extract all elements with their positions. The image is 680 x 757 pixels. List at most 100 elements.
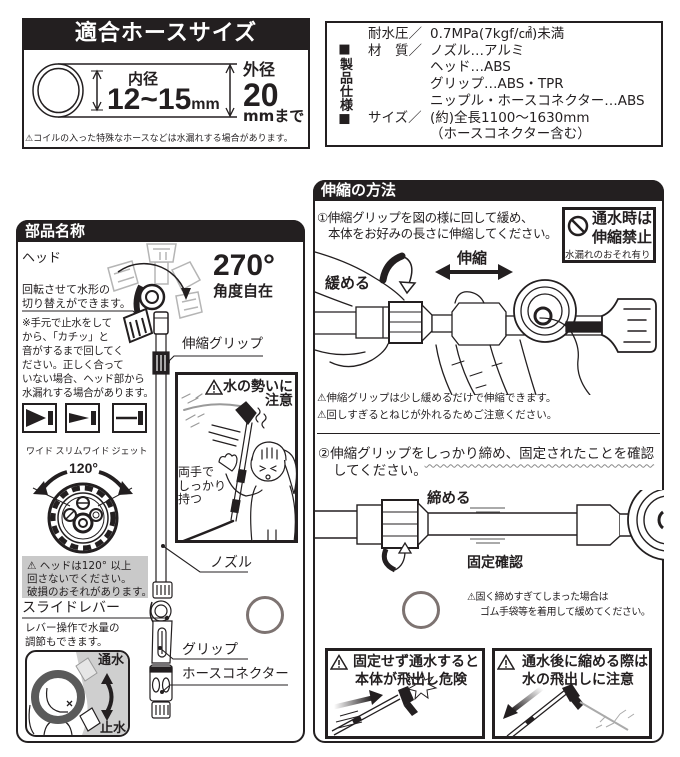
hose-warning: ⚠コイルの入った特殊なホースなどは水漏れする場合があります。 [25, 133, 293, 144]
hold-instruction-line: 両手で [178, 465, 215, 479]
warning-icon [330, 654, 348, 670]
spec-row-material-nozzle: 材 質／ ノズル…アルミ [368, 43, 645, 60]
dial-angle: 120° [69, 460, 98, 476]
no-extend-while-water-notice: 通水時は 伸縮禁止 水漏れのおそれ有り [562, 207, 656, 263]
spec-label: 材 質／ [368, 42, 422, 59]
step1-line: ①伸縮グリップを図の様に回して緩め、 [317, 209, 534, 225]
callout-nozzle: ノズル [210, 555, 252, 571]
tighten-label: 締める [427, 490, 471, 507]
marker-circle [246, 596, 284, 634]
prohibited-icon [567, 215, 589, 237]
parts-panel: 部品名称 [16, 220, 305, 743]
water-force-caution-box: 水の勢いに 注意 両手で しっかり 持つ [175, 372, 298, 543]
water-spurt-illustration [503, 684, 635, 739]
hazard-box-unfixed: 固定せず通水すると 本体が飛出し危険 [325, 648, 485, 739]
spec-value: (約)全長1100〜1630mm [430, 109, 590, 126]
head-ghost-positions [107, 243, 203, 319]
head-description: 回転させて水形の 切り替えができます。 [22, 283, 131, 311]
spray-mode-label-wide: ワイド [25, 446, 53, 457]
rotation-angle: 270° [213, 249, 276, 282]
warning-icon [497, 654, 515, 670]
parts-panel-title: 部品名称 [16, 220, 305, 242]
slide-lever-description-line: レバー操作で水量の [25, 622, 120, 634]
nozzle-diagram [22, 310, 288, 719]
water-force-caution-title: 水の勢いに [223, 379, 293, 395]
slim-wide-spray-icon [69, 411, 96, 425]
jet-spray-icon [116, 411, 143, 425]
body-flying-out-illustration [331, 670, 438, 736]
hose-size-title: 適合ホースサイズ [22, 18, 310, 50]
hazard-line1: 固定せず通水すると [353, 654, 479, 670]
spec-row-material-head: ヘッド…ABS [368, 59, 645, 76]
no-extend-line1: 通水時は [592, 208, 653, 227]
hose-cross-section-diagram [32, 63, 237, 118]
callout-hose-connector: ホースコネクター [182, 666, 289, 683]
spray-mode-slim-wide [65, 403, 100, 433]
spec-value: （ホースコネクター含む） [430, 126, 591, 143]
head-rotation-warning-line: ⚠ ヘッドは120° 以上 [27, 559, 132, 572]
head-note-line: ださい。正しく合って [22, 359, 124, 371]
head-note-line: ※手元で止水をして [22, 317, 112, 329]
callout-grip: グリップ [182, 642, 238, 658]
inner-diameter: 12~15mm [107, 85, 220, 115]
head-rotation-warning-line: 破損のおそれがあります。 [27, 585, 152, 598]
spray-mode-wide [22, 403, 57, 433]
step1-line: 本体をお好みの長さに伸縮してください。 [328, 225, 558, 241]
nozzle-rod [152, 332, 170, 584]
extend-label: 伸縮 [457, 248, 488, 267]
section-divider [317, 433, 660, 434]
inner-diameter-unit: mm [191, 96, 220, 113]
spec-value: ノズル…アルミ [430, 42, 525, 59]
no-extend-line2: 伸縮禁止 [592, 227, 653, 246]
no-extend-line3: 水漏れのおそれ有り [565, 250, 651, 261]
spec-value: 0.7MPa(7kgf/㎠)未満 [430, 26, 565, 42]
head-label: ヘッド [22, 250, 62, 266]
extension-panel-title: 伸縮の方法 [313, 180, 664, 201]
spec-value: グリップ…ABS・TPR [430, 76, 564, 93]
product-specs-box: ■製品仕様■ 耐水圧／0.7MPa(7kgf/㎠)未満 材 質／ノズル…アルミ … [325, 21, 663, 147]
girl-holding-nozzle-illustration [179, 393, 297, 543]
head-description-line: 回転させて水形の [22, 283, 110, 296]
step2-note: ゴム手袋等を着用して緩めてください。 [480, 607, 651, 618]
head-rotation-warning-line: 回さないでください。 [27, 572, 132, 585]
hazard-line1: 通水後に縮める際は [522, 654, 648, 670]
water-on-label: 通水 [98, 652, 125, 668]
spec-label: 耐水圧／ [368, 26, 422, 42]
callout-lines [22, 310, 288, 693]
step2-note: ⚠固く締めすぎてしまった場合は [467, 592, 609, 603]
water-off-label: 止水 [100, 720, 127, 736]
hazard-box-retract: 通水後に縮める際は 水の飛出しに注意 [492, 648, 652, 739]
step1-note: ⚠回しすぎるとねじが外れるためご注意ください。 [317, 408, 558, 421]
step1-notes: ⚠伸縮グリップは少し緩めるだけで伸縮できます。 ⚠回しすぎるとねじが外れるためご… [317, 390, 557, 424]
step2-line1: ②伸縮グリップをしっかり締め、固定されたことを確認 [318, 448, 654, 462]
hazard-line2: 本体が飛出し危険 [355, 672, 467, 688]
water-force-caution-title-2: 注意 [265, 393, 293, 409]
outer-diameter-label: 外径 [243, 60, 276, 79]
hold-instruction-line: 持つ [178, 492, 203, 506]
spec-value: ニップル・ホースコネクター…ABS [430, 92, 645, 109]
step2-emphasis: しっかり締め、固定されたことを確認 [424, 446, 655, 463]
marker-circle [402, 591, 440, 629]
slide-lever-label: スライドレバー [22, 600, 120, 616]
spec-value: ヘッド…ABS [430, 59, 511, 76]
head-note-line: いない場合、ヘッド部から [22, 373, 145, 385]
head-note: ※手元で止水をして から、「カチッ」と 音がするまで回してく ださい。正しく合っ… [22, 316, 154, 400]
spec-row-water-pressure: 耐水圧／ 0.7MPa(7kgf/㎠)未満 [368, 26, 645, 43]
slide-lever-illustration [25, 650, 130, 737]
step2-line2: してください。 [333, 463, 427, 480]
slide-lever-description-line: 調節もできます。 [25, 636, 108, 648]
spray-mode-label-jet: ジェット [111, 446, 148, 457]
callout-telescopic-grip: 伸縮グリップ [182, 336, 263, 353]
spec-row-size: サイズ／(約)全長1100〜1630mm [368, 110, 645, 127]
hose-size-box: 適合ホースサイズ 内径 12~15mm 外径 20 mmまで ⚠コイルの入った特… [22, 18, 310, 149]
head-note-line: 水漏れする場合があります。 [22, 387, 154, 399]
slide-lever-description: レバー操作で水量の 調節もできます。 [25, 621, 120, 649]
head-description-line: 切り替えができます。 [22, 297, 131, 310]
spray-mode-label-slim-wide: スリムワイド [55, 446, 110, 457]
hazard-line2: 水の飛出しに注意 [522, 672, 634, 688]
tighten-grip-illustration [313, 490, 664, 573]
specs-title: ■製品仕様■ [337, 42, 352, 127]
step2-lead: ②伸縮グリップを [318, 446, 425, 463]
extension-panel: 伸縮の方法 ①伸縮グリップを図の様に回して緩め、 本体をお好みの長さに伸縮してく… [313, 180, 664, 743]
